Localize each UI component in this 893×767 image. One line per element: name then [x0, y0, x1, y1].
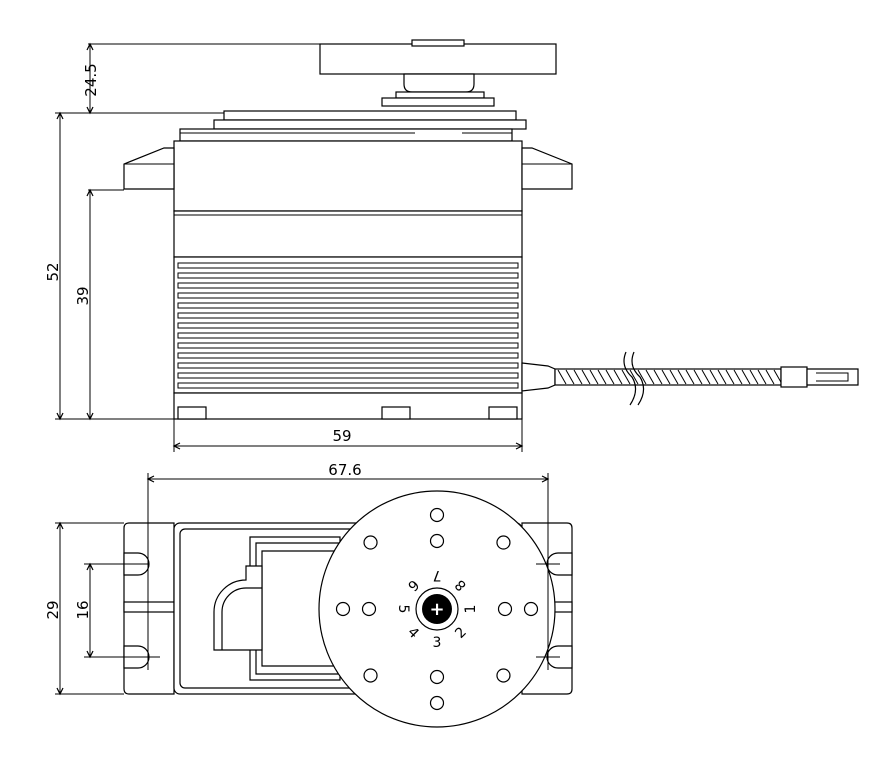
cable-twist — [621, 369, 631, 385]
body-height-dimension: 39 — [74, 286, 92, 305]
base-foot — [381, 406, 411, 420]
left-mounting-ear — [123, 147, 175, 190]
fin — [177, 282, 519, 289]
top-cover-rim — [179, 128, 513, 142]
flange-height-dimension: 29 — [44, 600, 62, 619]
cable-twist — [693, 369, 703, 385]
cable-strain-relief — [521, 362, 556, 392]
gear-housing — [213, 565, 263, 651]
top-dimensions: 67.6 29 16 — [44, 461, 560, 696]
horn-disc — [319, 43, 557, 75]
horn-hole — [496, 668, 511, 683]
middle-case — [173, 210, 523, 258]
cable-twist — [701, 369, 711, 385]
cable-twist — [741, 369, 751, 385]
center-cross-mark: + — [429, 599, 444, 620]
cable-twist — [589, 369, 599, 385]
horn-hole — [523, 601, 539, 617]
cable-twist — [765, 369, 775, 385]
cable-twist — [733, 369, 743, 385]
base-foot — [177, 406, 207, 420]
left-flange-slot — [123, 601, 175, 613]
horn-screw-cap — [411, 39, 465, 47]
horn-position-label: 3 — [433, 635, 442, 651]
horn-hole — [363, 668, 378, 683]
base-foot — [488, 406, 518, 420]
cable-twist — [565, 369, 575, 385]
fin — [177, 332, 519, 339]
horn-position-label: 5 — [395, 605, 411, 614]
horn-hole — [429, 669, 445, 685]
connector-body — [780, 366, 808, 388]
horn-hole — [429, 507, 445, 523]
fin — [177, 312, 519, 319]
fin — [177, 352, 519, 359]
lower-case-finned — [173, 256, 523, 394]
fin — [177, 362, 519, 369]
body-width-dimension: 59 — [332, 427, 351, 445]
fin — [177, 322, 519, 329]
side-view — [123, 39, 859, 420]
horn-hole — [361, 601, 377, 617]
horn-hole — [496, 535, 511, 550]
top-height-dimension: 24.5 — [82, 63, 100, 96]
cable-break-mark — [623, 351, 637, 406]
right-mounting-ear — [521, 147, 573, 190]
cable-twist — [725, 369, 735, 385]
horn-position-label: 1 — [463, 605, 479, 614]
cable-twist — [597, 369, 607, 385]
output-spline — [395, 91, 485, 99]
horn-center-screw — [422, 594, 452, 624]
cable-twist — [709, 369, 719, 385]
cable-twist — [669, 369, 679, 385]
cable-twist — [557, 369, 567, 385]
cable-twist — [653, 369, 663, 385]
horn-position-label: 7 — [433, 567, 442, 583]
cable-twist — [645, 369, 655, 385]
mount-span-dimension: 67.6 — [328, 461, 361, 479]
cable-twist-pattern — [557, 369, 783, 385]
cooling-fins — [177, 262, 519, 389]
horn-hole — [429, 695, 445, 711]
cable-twist — [629, 369, 639, 385]
top-cover-plate — [223, 110, 517, 121]
cable-twist — [749, 369, 759, 385]
fin — [177, 292, 519, 299]
cable-twist — [613, 369, 623, 385]
horn-hub — [403, 73, 475, 93]
horn-hole — [363, 535, 378, 550]
cable-twist — [717, 369, 727, 385]
horn-hole — [335, 601, 351, 617]
horn-hole — [429, 533, 445, 549]
top-cover-lip — [213, 119, 527, 130]
fin — [177, 272, 519, 279]
cable-twist — [685, 369, 695, 385]
cable-twist — [677, 369, 687, 385]
horn-holes — [335, 507, 539, 711]
fin — [177, 342, 519, 349]
fin — [177, 262, 519, 269]
cable-twist — [605, 369, 615, 385]
output-bearing — [381, 97, 495, 107]
cable-twist — [573, 369, 583, 385]
fin — [177, 372, 519, 379]
bottom-base — [173, 392, 523, 420]
fin — [177, 302, 519, 309]
cable-twist — [581, 369, 591, 385]
fin — [177, 382, 519, 389]
total-height-dimension: 52 — [44, 262, 62, 281]
cable-twist — [757, 369, 767, 385]
connector-plug — [806, 368, 859, 386]
upper-case — [173, 140, 523, 212]
horn-hole — [497, 601, 513, 617]
cable-twist — [661, 369, 671, 385]
side-dimensions: 24.5 52 39 59 — [44, 42, 524, 452]
cable-twist — [637, 369, 647, 385]
hole-spacing-dimension: 16 — [74, 600, 92, 619]
